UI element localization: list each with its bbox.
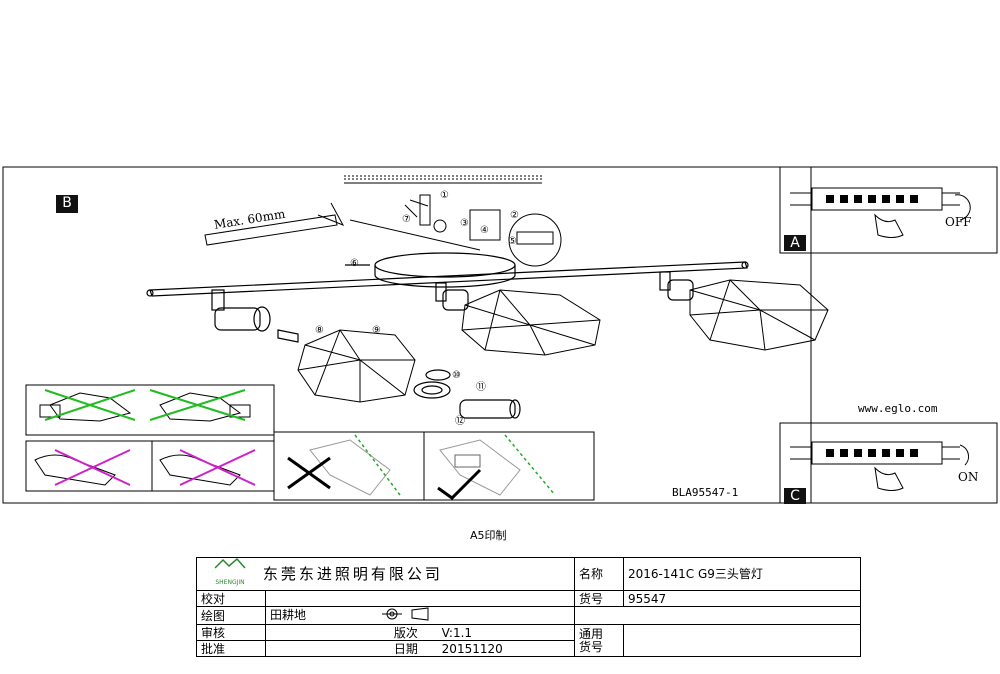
canopy [345,252,516,288]
item-no-label: 货号 [574,590,624,607]
review-label: 审核 [196,624,266,641]
step-5: ⑤ [508,236,517,247]
print-note: A5印制 [470,529,507,542]
step-10: ⑩ [452,370,461,381]
step-2: ② [510,210,519,221]
on-label: ON [958,470,979,484]
date-value: 20151120 [441,641,503,656]
ceiling-hatch [344,175,542,184]
date-label: 日期 [393,641,418,656]
ring-parts [413,369,521,419]
step-12: ⑫ [455,416,465,427]
step-4: ④ [480,225,489,236]
logo-icon [214,557,246,569]
drafter-value: 田耕地 [270,608,307,622]
name-label: 名称 [574,557,624,591]
cage-shade-2 [461,289,601,356]
cage-shade-1 [297,329,416,403]
approve-label: 批准 [196,640,266,657]
version-label: 版次 [393,625,418,640]
drafter-label: 绘图 [196,606,266,625]
drafter-cell: 田耕地 [265,606,575,625]
version-value: V:1.1 [441,625,473,640]
name-value: 2016-141C G9三头管灯 [623,557,861,591]
step-8: ⑧ [315,325,324,336]
off-label: OFF [945,215,972,229]
blank-cell [574,606,861,625]
cage-shade-3 [689,279,829,351]
proofread-label: 校对 [196,590,266,607]
left-spot [211,289,299,343]
panel-b-label: B [56,195,78,213]
company-logo: SHENGJIN [201,557,259,590]
approve-cell: 日期 20151120 [265,640,575,657]
step-7: ⑦ [402,214,411,225]
step-9: ⑨ [372,325,381,336]
proofread-value [265,590,575,607]
step-11: ⑪ [476,382,486,393]
title-block: SHENGJIN 东莞东进照明有限公司 名称 2016-141C G9三头管灯 … [196,557,861,657]
company-cell: SHENGJIN 东莞东进照明有限公司 [196,557,575,591]
projection-symbol-icon [380,607,440,624]
step-3: ③ [460,218,469,229]
panel-c-label: C [784,488,806,504]
step-1: ① [440,190,449,201]
drawing-code: BLA95547-1 [672,486,739,499]
item-no-value: 95547 [623,590,861,607]
website-label: www.eglo.com [858,402,938,415]
company-name: 东莞东进照明有限公司 [262,565,443,583]
panel-a-label: A [784,235,806,251]
general-value [623,624,861,657]
review-cell: 版次 V:1.1 [265,624,575,641]
light-bar [146,261,749,297]
step-6: ⑥ [350,258,359,269]
general-label: 通用货号 [574,624,624,657]
